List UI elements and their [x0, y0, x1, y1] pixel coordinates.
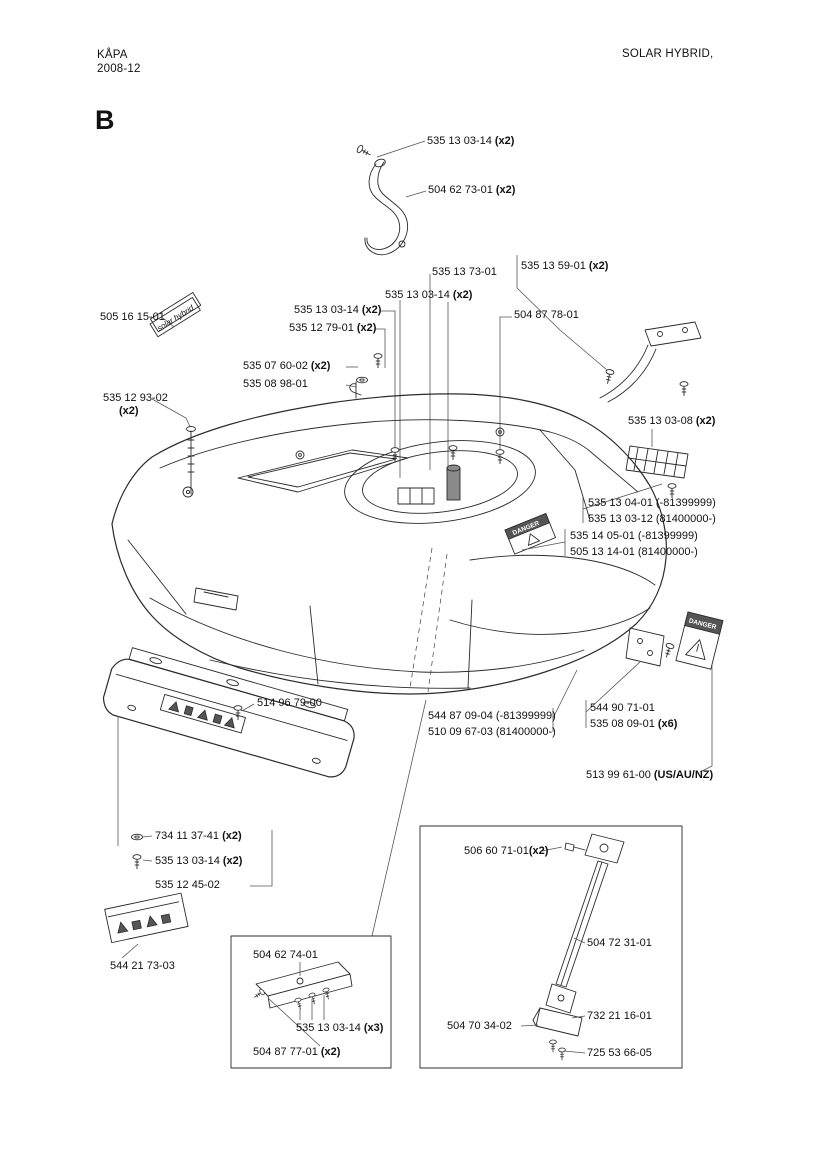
part-label: 505 13 14-01 (81400000-) — [570, 546, 698, 558]
part-label: 725 53 66-05 — [587, 1047, 652, 1059]
cover-danger-decal: DANGER — [504, 512, 556, 555]
part-label: 535 13 03-14 (x2) — [385, 289, 473, 301]
part-label: 544 90 71-01 — [590, 702, 655, 714]
doc-model: SOLAR HYBRID, — [622, 48, 714, 60]
part-label: 535 12 79-01 (x2) — [289, 322, 377, 334]
doc-date: 2008-12 — [97, 63, 141, 75]
part-label: 504 87 77-01 (x2) — [253, 1046, 341, 1058]
lower-left-fasteners — [131, 833, 143, 870]
vent-grille — [625, 445, 689, 499]
rear-bracket — [599, 321, 702, 403]
part-label: 505 16 15-01 — [100, 311, 165, 323]
part-label: 732 21 16-01 — [587, 1010, 652, 1022]
right-lower-bracket — [625, 627, 676, 667]
part-label: 514 96 79-00 — [257, 697, 322, 709]
part-label: 535 13 03-14 (x3) — [296, 1022, 384, 1034]
main-cover — [111, 393, 667, 695]
danger-diamond-decal: DANGER — [675, 611, 724, 670]
warning-label-decal — [104, 892, 189, 944]
part-label: 506 60 71-01(x2) — [464, 845, 549, 857]
part-label: 535 12 93-02(x2) — [103, 392, 168, 417]
doc-title: KÅPA — [97, 49, 128, 61]
part-label: 513 99 61-00 (US/AU/NZ) — [586, 769, 714, 781]
inset-skid-plate — [230, 935, 392, 1069]
part-label: 535 13 03-12 (81400000-) — [588, 513, 716, 525]
bumper-warning-strip — [159, 693, 246, 734]
part-label: 535 14 05-01 (-81399999) — [570, 530, 698, 542]
leader-lines-mid — [117, 483, 713, 959]
part-label: 535 13 03-08 (x2) — [628, 415, 716, 427]
hook-assembly — [355, 143, 409, 256]
part-label: 734 11 37-41 (x2) — [155, 830, 242, 842]
part-label: 510 09 67-03 (81400000-) — [428, 726, 556, 738]
part-label: 535 13 03-14 (x2) — [155, 855, 243, 867]
part-label: 535 12 45-02 — [155, 879, 220, 891]
part-label: 535 13 73-01 — [432, 266, 497, 278]
part-label: 535 08 09-01 (x6) — [590, 718, 678, 730]
part-label: 544 21 73-03 — [110, 960, 175, 972]
front-bumper — [102, 647, 355, 778]
part-label: 535 13 04-01 (-81399999) — [588, 497, 716, 509]
part-label: 535 07 60-02 (x2) — [243, 360, 331, 372]
part-label: 544 87 09-04 (-81399999) — [428, 710, 556, 722]
part-label: 535 08 98-01 — [243, 378, 308, 390]
leader-lines-top — [151, 140, 653, 478]
part-label: 535 13 03-14 (x2) — [427, 135, 515, 147]
part-label: 535 13 59-01 (x2) — [521, 260, 609, 272]
part-label: 504 62 74-01 — [253, 949, 318, 961]
part-label: 535 13 03-14 (x2) — [294, 304, 382, 316]
cover-hardware — [186, 353, 505, 501]
header-left: KÅPA 2008-12 — [97, 48, 141, 76]
part-label: 504 87 78-01 — [514, 309, 579, 321]
part-label: 504 72 31-01 — [587, 937, 652, 949]
inset-strut-assembly — [419, 825, 683, 1069]
part-label: 504 70 34-02 — [447, 1020, 512, 1032]
part-label: 504 62 73-01 (x2) — [428, 184, 516, 196]
section-letter: B — [95, 105, 115, 135]
